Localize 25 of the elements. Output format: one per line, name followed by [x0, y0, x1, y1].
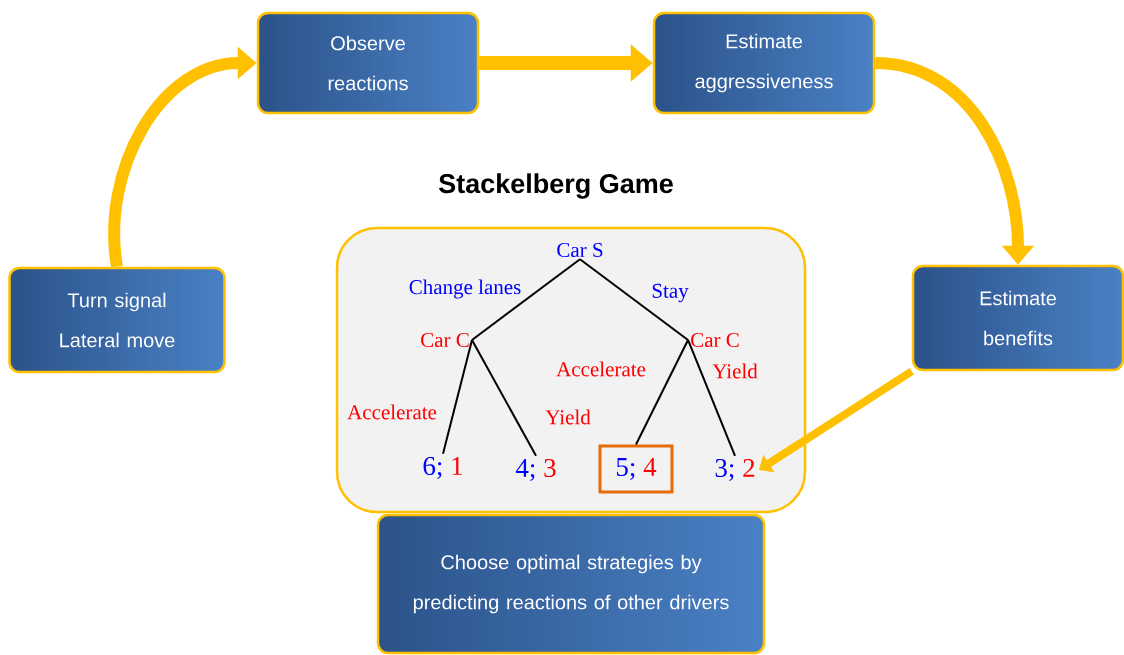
payoff-label: 3; 2 — [715, 459, 755, 481]
edge-label: Accelerate — [556, 361, 646, 377]
edge-label: Yield — [545, 409, 591, 425]
player-label: Car C — [691, 332, 739, 348]
process-box: Turn signal Lateral move — [8, 266, 226, 374]
panel-title: Stackelberg Game — [439, 173, 673, 199]
payoff-label: 4; 3 — [515, 459, 556, 481]
highlighted-payoff-box: 5; 4 — [598, 444, 674, 494]
edge-label: Yield — [712, 363, 758, 379]
payoff-label: 6; 1 — [423, 457, 462, 479]
edge-label: Accelerate — [347, 404, 437, 420]
tree-branch — [687, 339, 736, 457]
player-label: Car C — [421, 332, 469, 348]
process-box: Estimate aggressiveness — [652, 11, 876, 115]
tree-branch — [635, 339, 689, 446]
edge-label: Stay — [652, 283, 689, 303]
tree-branch — [442, 339, 473, 455]
player-label: Car S — [557, 242, 603, 258]
edge-label: Change lanes — [409, 279, 521, 299]
tree-branch — [579, 258, 689, 341]
process-box: Choose optimal strategies by predicting reactions of other drivers — [376, 513, 766, 655]
tree-branch — [471, 258, 581, 341]
process-box: Observe reactions — [256, 11, 480, 115]
process-box: Estimate benefits — [911, 264, 1124, 372]
tree-branch — [471, 339, 537, 457]
